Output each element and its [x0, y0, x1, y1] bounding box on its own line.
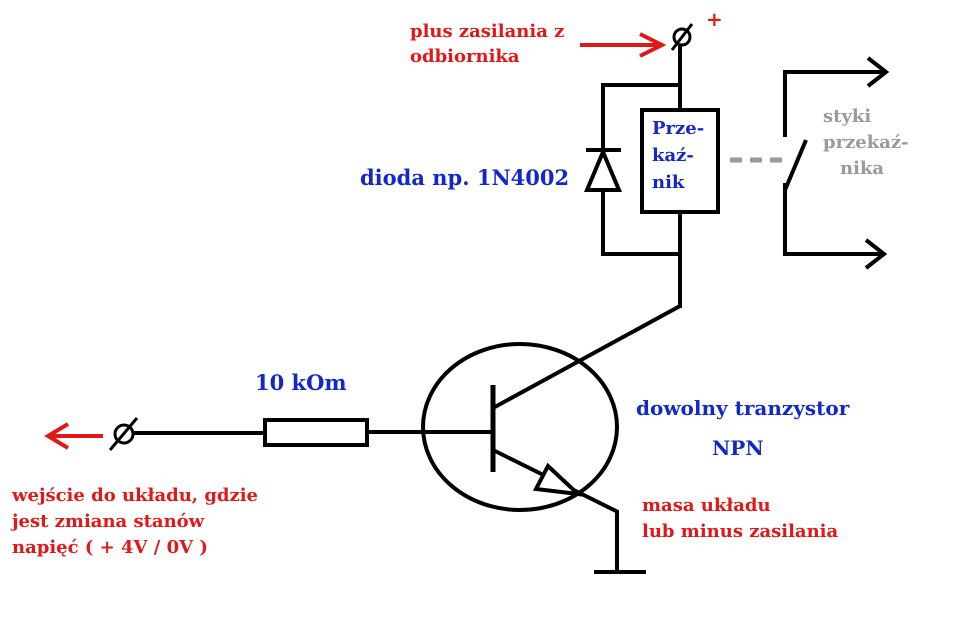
diode-symbol — [583, 146, 623, 192]
transistor-label-line2: NPN — [712, 436, 764, 460]
supply-label-line2: odbiornika — [410, 46, 520, 67]
relay-label-line1: Prze- — [652, 118, 704, 139]
base-wiring — [124, 418, 495, 447]
input-label-line2: jest zmiana stanów — [10, 511, 205, 532]
input-arrow-icon — [44, 422, 103, 450]
supply-wires — [601, 44, 682, 308]
input-label-line1: wejście do układu, gdzie — [11, 485, 258, 506]
transistor-symbol — [421, 304, 681, 574]
input-terminal — [108, 417, 139, 451]
relay-coil — [640, 108, 720, 214]
transistor-label-line1: dowolny tranzystor — [636, 396, 850, 420]
ground-label-line2: lub minus zasilania — [642, 521, 839, 542]
ground-label-line1: masa układu — [642, 495, 771, 516]
relay-contacts — [783, 56, 890, 270]
relay-label-line3: nik — [652, 172, 685, 193]
resistor-label: 10 kOm — [255, 370, 347, 395]
diode-label: dioda np. 1N4002 — [360, 165, 569, 190]
relay-label-line2: kaź- — [652, 145, 694, 166]
input-label-line3: napięć ( + 4V / 0V ) — [12, 537, 208, 558]
supply-terminal — [670, 23, 694, 51]
plus-sign: + — [706, 7, 723, 31]
contacts-label-line2: przekaź- — [823, 132, 909, 153]
contacts-label-line1: styki — [823, 106, 871, 127]
supply-arrow-icon — [580, 32, 667, 58]
contacts-label-line3: nika — [840, 158, 884, 179]
supply-label-line1: plus zasilania z — [410, 21, 564, 42]
